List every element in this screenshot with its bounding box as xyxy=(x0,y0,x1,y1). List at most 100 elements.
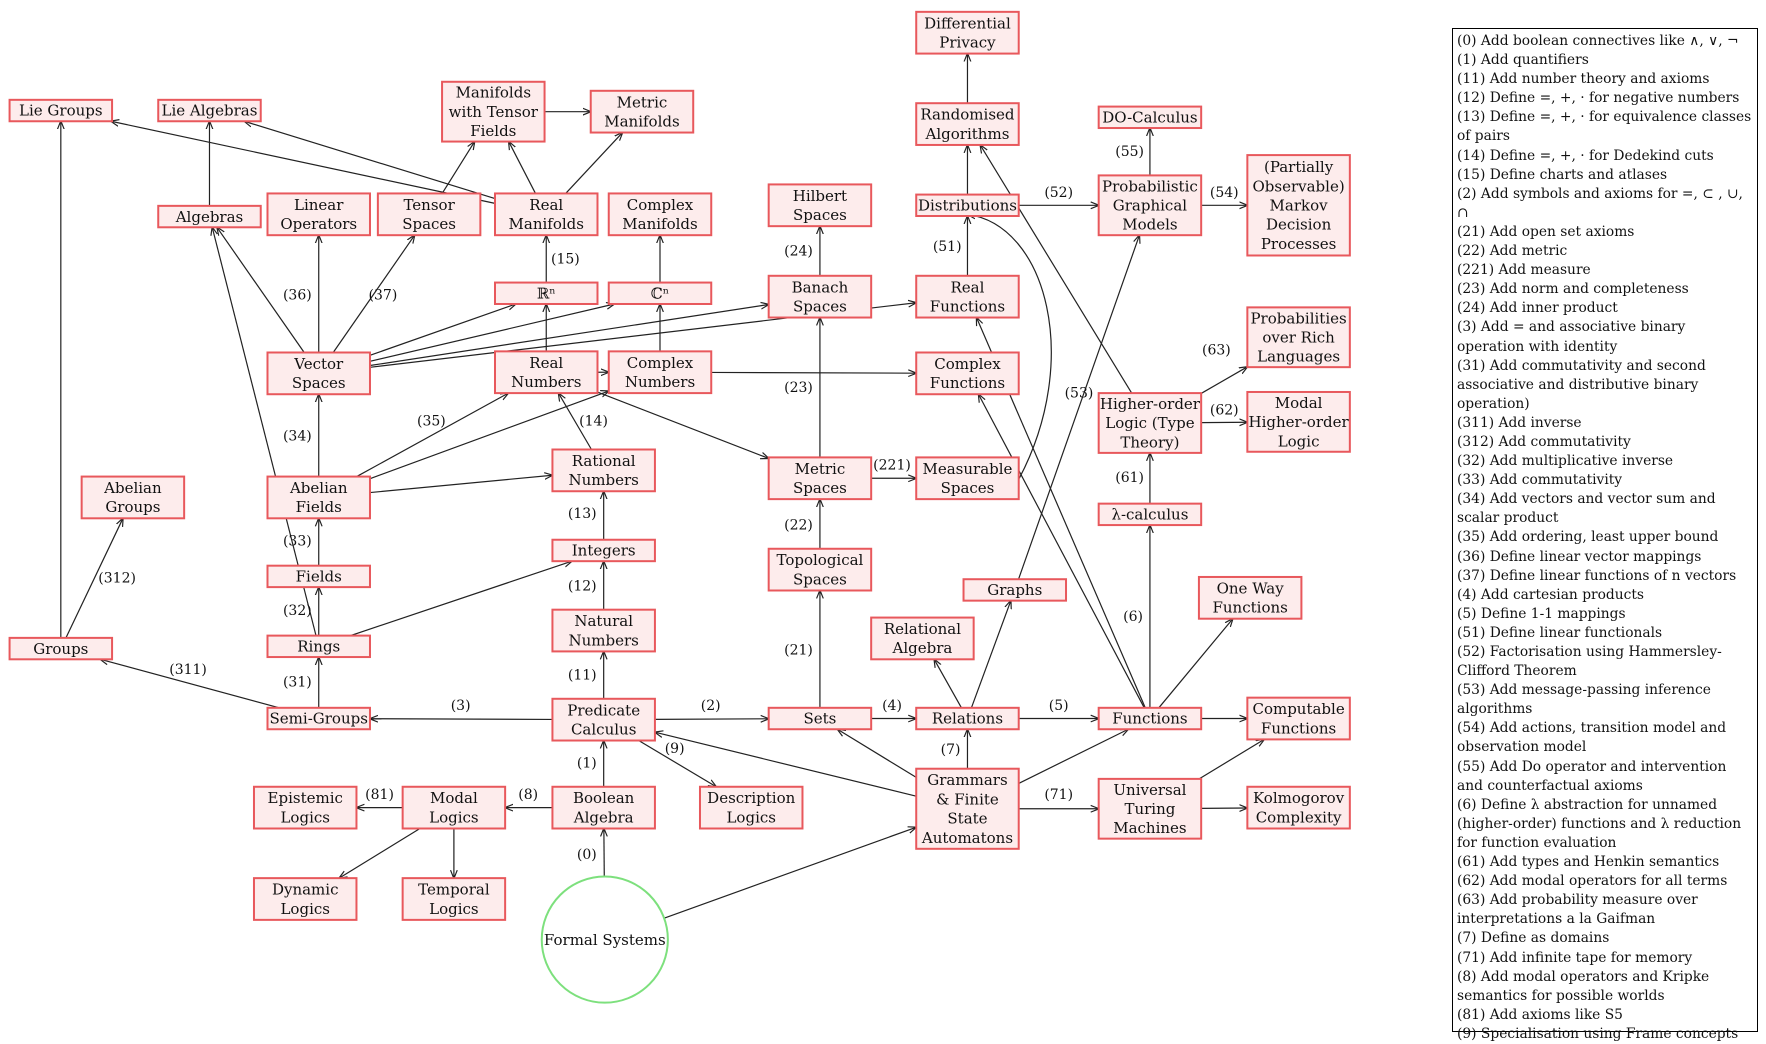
legend-entry: (32) Add multiplicative inverse xyxy=(1457,452,1753,471)
edge-grammars-to-functions xyxy=(1019,729,1129,783)
edge-real_manifolds-to-lie_groups xyxy=(111,121,495,203)
node-vector_spaces-label: Spaces xyxy=(292,374,346,392)
node-grammars-label: & Finite xyxy=(936,790,999,808)
legend-entry: (1) Add quantifiers xyxy=(1457,51,1753,70)
edge-label: (6) xyxy=(1123,609,1143,625)
legend-entry: (21) Add open set axioms xyxy=(1457,223,1753,242)
node-kolmogorov-label: Kolmogorov xyxy=(1253,789,1345,807)
edge-label: (2) xyxy=(701,698,721,714)
node-pomdp-label: Decision xyxy=(1266,216,1332,234)
legend-entry: (4) Add cartesian products xyxy=(1457,586,1753,605)
node-do_calculus-label: DO-Calculus xyxy=(1102,109,1197,127)
nodes-layer: Formal SystemsPredicateCalculusBooleanAl… xyxy=(10,12,1350,1003)
edge-label: (31) xyxy=(283,674,312,690)
edge-label: (14) xyxy=(579,414,608,430)
node-dynamic-label: Logics xyxy=(280,900,330,918)
edge-label: (53) xyxy=(1065,386,1094,402)
node-prob_rich-label: Languages xyxy=(1257,348,1340,366)
node-metric_manifolds-label: Metric xyxy=(617,93,668,111)
node-relations-label: Relations xyxy=(932,710,1003,728)
legend-entry: (31) Add commutativity and second associ… xyxy=(1457,357,1753,414)
legend-entry: (9) Specialisation using Frame concepts xyxy=(1457,1025,1753,1044)
node-rings: Rings xyxy=(267,636,369,657)
node-lambda-label: λ-calculus xyxy=(1111,506,1188,524)
node-lambda: λ-calculus xyxy=(1099,504,1201,525)
node-manifolds_tensor-label: Fields xyxy=(470,122,516,140)
legend-box: (0) Add boolean connectives like ∧, ∨, ¬… xyxy=(1452,28,1758,1032)
node-real_functions-label: Real xyxy=(951,278,985,296)
node-utm-label: Machines xyxy=(1113,819,1186,837)
edge-label: (221) xyxy=(873,458,911,474)
legend-entry: (12) Define =, +, · for negative numbers xyxy=(1457,89,1753,108)
legend-entry: (61) Add types and Henkin semantics xyxy=(1457,853,1753,872)
node-one_way-label: One Way xyxy=(1217,579,1285,597)
node-manifolds_tensor-label: Manifolds xyxy=(456,84,531,102)
node-randomised-label: Algorithms xyxy=(925,125,1010,143)
edges-layer xyxy=(61,54,1264,919)
node-boolean-label: Boolean xyxy=(573,789,635,807)
concept-map-diagram: Formal SystemsPredicateCalculusBooleanAl… xyxy=(0,0,1440,1040)
legend-entry: (33) Add commutativity xyxy=(1457,471,1753,490)
node-lie_groups-label: Lie Groups xyxy=(19,102,103,120)
node-utm-label: Universal xyxy=(1113,781,1186,799)
node-complex_manifolds-label: Complex xyxy=(627,196,694,214)
node-description-label: Description xyxy=(707,789,795,807)
edge-complex_numbers-to-complex_functions xyxy=(711,372,916,373)
edge-tensor_spaces-to-manifolds_tensor xyxy=(442,142,474,194)
edge-label: (71) xyxy=(1044,787,1073,803)
node-complex_functions-label: Functions xyxy=(930,374,1005,392)
node-real_manifolds-label: Real xyxy=(529,196,563,214)
node-abelian_fields-label: Fields xyxy=(296,498,342,516)
edge-formal-to-grammars xyxy=(664,827,916,918)
node-modal_hol-label: Modal xyxy=(1275,394,1323,412)
node-pomdp-label: Markov xyxy=(1270,196,1329,214)
node-relational_algebra-label: Algebra xyxy=(892,639,953,657)
node-computable-label: Computable xyxy=(1252,700,1344,718)
edge-vector_spaces-to-rn xyxy=(370,304,516,355)
node-hilbert-label: Hilbert xyxy=(793,187,847,205)
node-one_way-label: Functions xyxy=(1212,599,1287,617)
node-grammars-label: Automatons xyxy=(921,829,1013,847)
node-distributions: Distributions xyxy=(916,195,1018,216)
legend-entry: (37) Define linear functions of n vector… xyxy=(1457,567,1753,586)
node-rn-label: ℝⁿ xyxy=(537,284,556,302)
edge-label: (3) xyxy=(451,698,471,714)
node-grammars-label: State xyxy=(947,810,987,828)
node-semigroups: Semi-Groups xyxy=(267,708,369,729)
legend-entry: (36) Define linear vector mappings xyxy=(1457,548,1753,567)
node-do_calculus: DO-Calculus xyxy=(1099,107,1201,128)
edge-real_manifolds-to-metric_manifolds xyxy=(566,133,623,194)
edge-label: (24) xyxy=(784,243,813,259)
edge-real_numbers-to-metric_spaces xyxy=(597,392,768,458)
legend-entry: (11) Add number theory and axioms xyxy=(1457,70,1753,89)
node-utm-label: Turing xyxy=(1124,800,1175,818)
node-tensor_spaces-label: Tensor xyxy=(403,196,455,214)
node-semigroups-label: Semi-Groups xyxy=(270,710,368,728)
node-metric_spaces-label: Spaces xyxy=(793,479,847,497)
node-metric_manifolds-label: Manifolds xyxy=(604,112,679,130)
node-prob_rich-label: over Rich xyxy=(1262,328,1335,346)
node-complex_functions-label: Complex xyxy=(934,355,1001,373)
edge-predicate-to-sets xyxy=(655,719,769,720)
node-topological-label: Topological xyxy=(776,551,863,569)
node-sets-label: Sets xyxy=(803,710,836,728)
edge-functions-to-one_way xyxy=(1159,619,1233,708)
node-pgm-label: Probabilistic xyxy=(1102,177,1198,195)
edge-label: (33) xyxy=(283,533,312,549)
edge-label: (7) xyxy=(941,742,961,758)
legend-entry: (14) Define =, +, · for Dedekind cuts xyxy=(1457,147,1753,166)
node-abelian_groups-label: Groups xyxy=(105,498,160,516)
edge-modal-to-dynamic xyxy=(339,829,420,879)
